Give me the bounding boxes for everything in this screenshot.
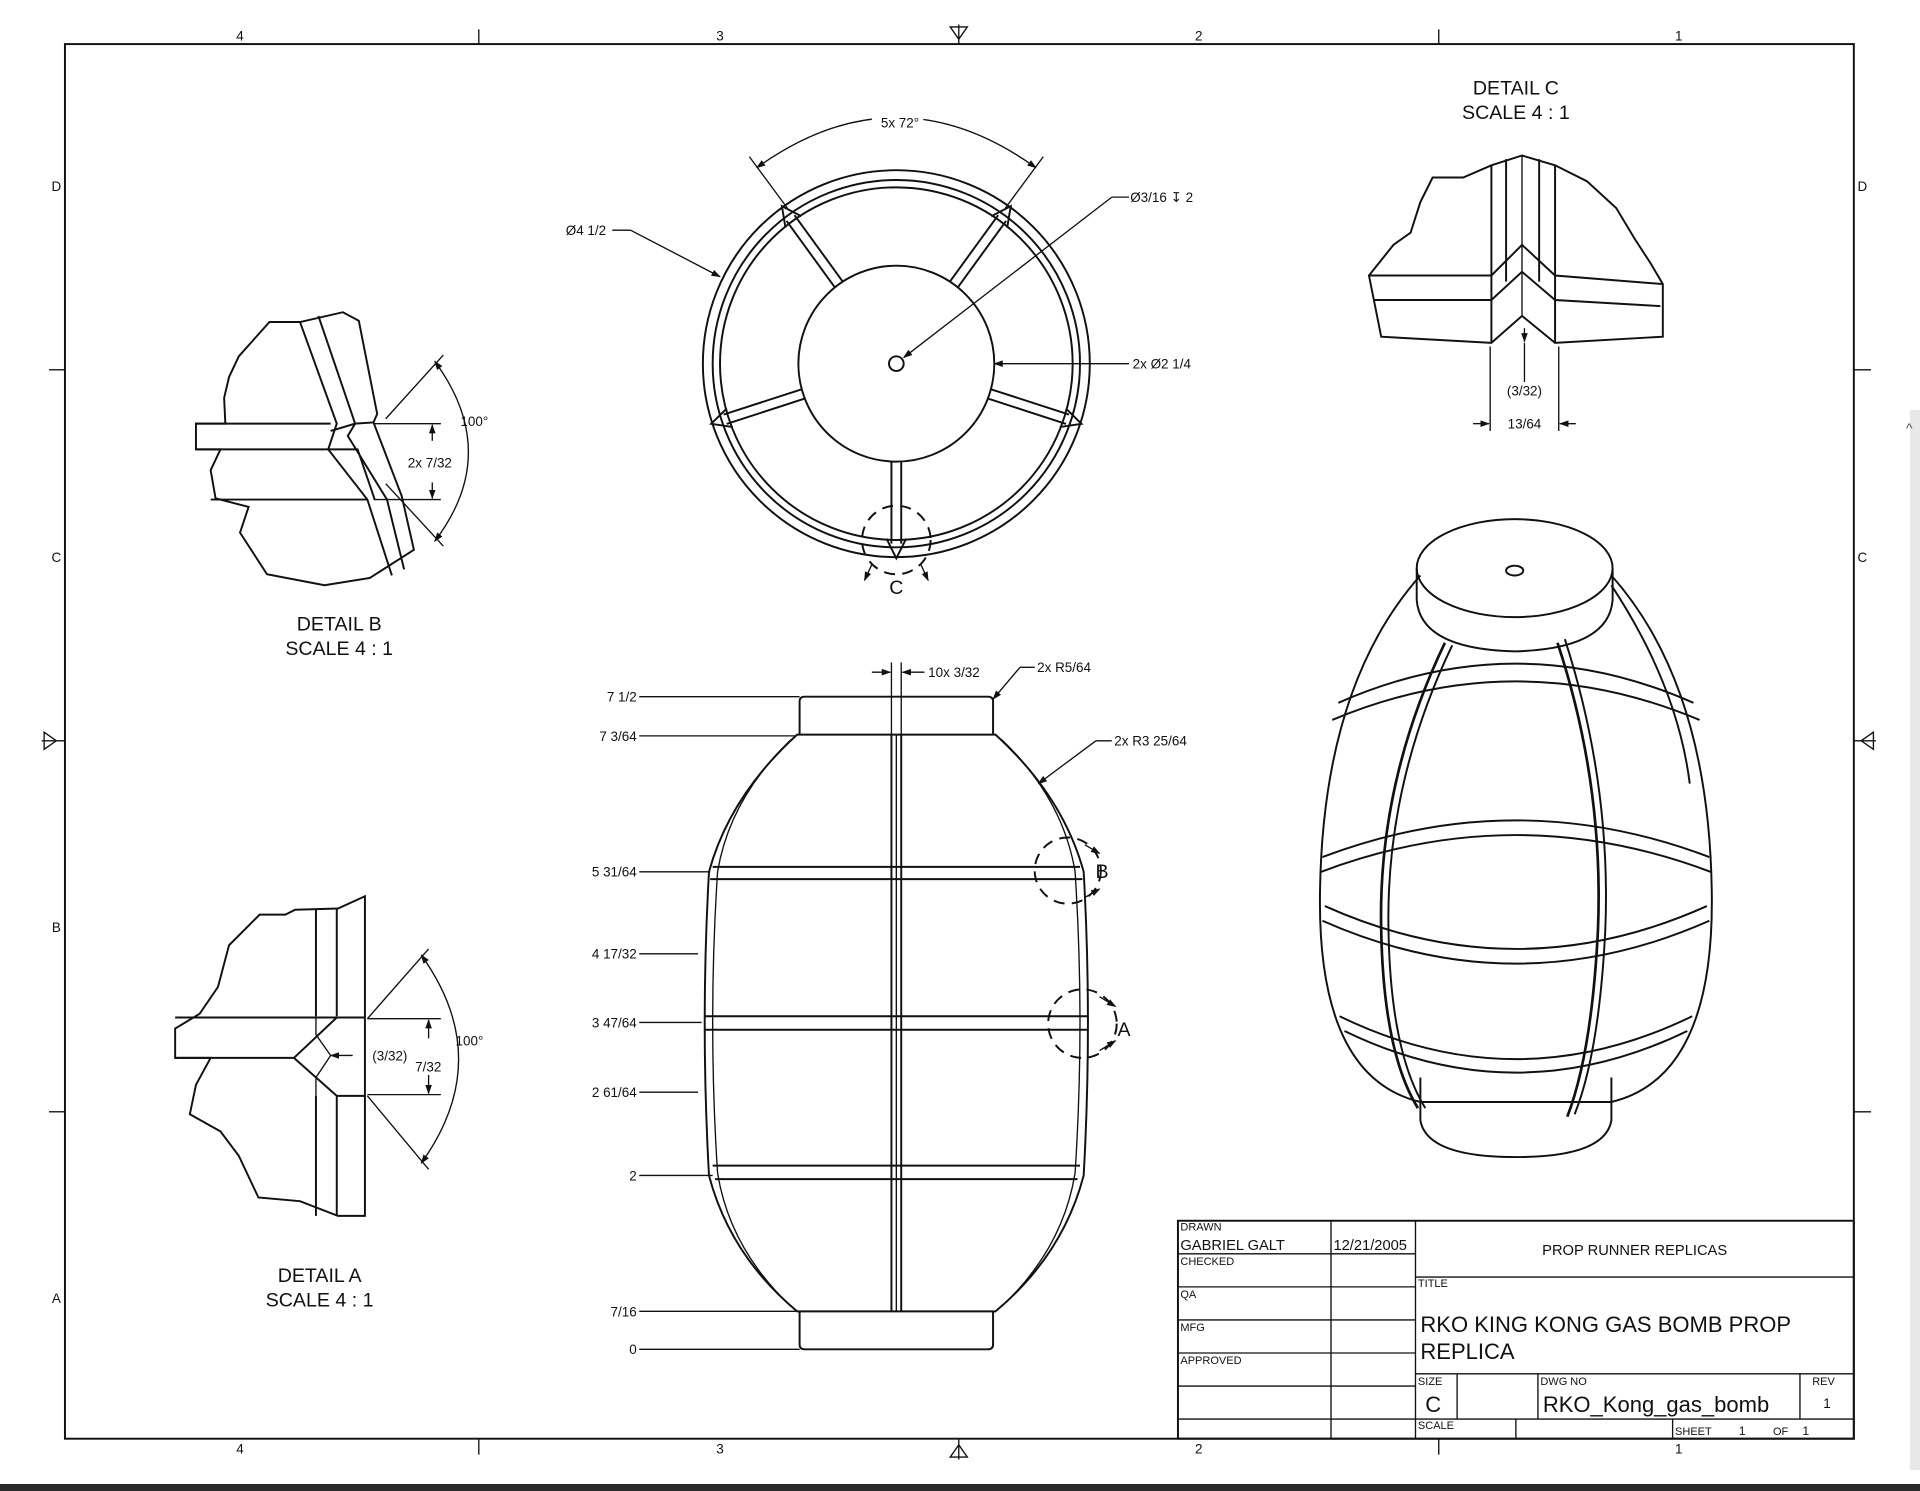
detail-a-view: 100° 7/32 (3/32) DETAIL A SCALE 4 : 1	[174, 894, 484, 1311]
dwg-no-value: RKO_Kong_gas_bomb	[1543, 1392, 1769, 1417]
height-label: 4 17/32	[592, 947, 637, 962]
detail-a-callout: A	[1118, 1019, 1132, 1041]
detail-a-dim: 7/32	[415, 1059, 441, 1074]
height-label: 2 61/64	[592, 1085, 637, 1100]
center-hole	[888, 355, 905, 372]
zone-row-left-c: C	[52, 550, 62, 565]
detail-a-circle	[1047, 988, 1118, 1059]
qa-label: QA	[1180, 1289, 1197, 1301]
dwg-no-label: DWG NO	[1540, 1376, 1587, 1388]
center-mark-bottom	[948, 1438, 969, 1460]
center-mark-top	[948, 24, 969, 45]
company-name: PROP RUNNER REPLICAS	[1542, 1243, 1727, 1259]
title-label: TITLE	[1418, 1278, 1448, 1290]
detail-a-angle: 100°	[456, 1034, 484, 1049]
detail-c-dim: 13/64	[1508, 417, 1542, 432]
size-value: C	[1425, 1392, 1441, 1417]
angle-dim-label: 5x 72°	[881, 115, 919, 130]
size-label: SIZE	[1418, 1376, 1442, 1388]
height-label: 7 3/64	[599, 729, 637, 744]
zone-row-right-d: D	[1858, 179, 1868, 194]
drawn-by: GABRIEL GALT	[1180, 1238, 1285, 1254]
rev-value: 1	[1823, 1396, 1830, 1411]
detail-c-view: (3/32) 13/64 DETAIL C SCALE 4 : 1	[1367, 77, 1664, 432]
rev-label: REV	[1812, 1376, 1835, 1388]
height-label: 3 47/64	[592, 1015, 637, 1030]
scale-label: SCALE	[1418, 1420, 1454, 1432]
title-block: DRAWN GABRIEL GALT 12/21/2005 CHECKED QA…	[1176, 1219, 1855, 1440]
of-label: OF	[1773, 1426, 1789, 1438]
detail-b-dim: 2x 7/32	[408, 456, 452, 471]
detail-b-scale: SCALE 4 : 1	[285, 638, 393, 660]
drawn-date: 12/21/2005	[1333, 1238, 1407, 1254]
detail-a-title: DETAIL A	[278, 1265, 363, 1287]
zone-col-bottom-3: 3	[716, 1441, 723, 1456]
zone-col-top-4: 4	[236, 28, 244, 43]
zone-col-bottom-2: 2	[1195, 1441, 1202, 1456]
zone-col-top-3: 3	[716, 28, 723, 43]
hole-dim-label: Ø3/16 ↧ 2	[1130, 190, 1193, 205]
top-view-ribs	[709, 204, 1084, 561]
zone-row-left-b: B	[52, 920, 61, 935]
zone-col-bottom-1: 1	[1675, 1441, 1682, 1456]
detail-a-ref-dim: (3/32)	[372, 1048, 407, 1063]
detail-b-view: 100° 2x 7/32 DETAIL B SCALE 4 : 1	[194, 311, 488, 660]
zone-row-left-d: D	[52, 179, 62, 194]
front-view-grooves	[705, 865, 1088, 1181]
scroll-up-icon[interactable]: ^	[1906, 420, 1913, 436]
groove-width-label: 10x 3/32	[928, 665, 980, 680]
mfg-label: MFG	[1180, 1322, 1204, 1334]
center-mark-left	[41, 730, 65, 751]
zone-row-left-a: A	[52, 1291, 61, 1306]
detail-c-callout: C	[889, 577, 903, 599]
outer-dia-label: Ø4 1/2	[566, 223, 606, 238]
height-ordinate-dims: 7 1/2 7 3/64 5 31/64 4 17/32 3 47/64 2 6…	[592, 690, 800, 1357]
detail-b-circle	[1033, 836, 1102, 905]
iso-top-hole	[1505, 564, 1525, 577]
detail-c-scale: SCALE 4 : 1	[1462, 102, 1570, 124]
front-view: 10x 3/32 2x R5/64 2x R3 25/64 7 1/2 7 3/…	[592, 660, 1187, 1357]
height-label: 7/16	[611, 1304, 637, 1319]
height-label: 0	[629, 1342, 636, 1357]
height-label: 5 31/64	[592, 865, 637, 880]
top-view: 5x 72° Ø4 1/2 Ø3/16 ↧ 2 2x Ø2 1/4 C	[566, 113, 1193, 599]
window-bottom-bar	[0, 1484, 1920, 1491]
radius-small-label: 2x R5/64	[1037, 660, 1091, 675]
detail-c-title: DETAIL C	[1473, 77, 1559, 99]
isometric-view	[1318, 518, 1713, 1159]
zone-row-right-c: C	[1858, 550, 1868, 565]
height-label: 2	[629, 1168, 636, 1183]
checked-label: CHECKED	[1180, 1256, 1234, 1268]
detail-b-angle: 100°	[460, 414, 488, 429]
zone-col-top-2: 2	[1195, 28, 1202, 43]
zone-col-top-1: 1	[1675, 28, 1682, 43]
detail-b-title: DETAIL B	[297, 614, 382, 636]
sheet-label: SHEET	[1675, 1426, 1712, 1438]
sheet-total: 1	[1802, 1424, 1809, 1438]
detail-a-scale: SCALE 4 : 1	[266, 1289, 374, 1311]
drawn-label: DRAWN	[1180, 1222, 1221, 1234]
center-mark-right	[1853, 730, 1876, 751]
height-label: 7 1/2	[607, 690, 637, 705]
radius-large-label: 2x R3 25/64	[1114, 734, 1187, 749]
inner-dia-label: 2x Ø2 1/4	[1133, 357, 1192, 372]
sheet-number: 1	[1739, 1424, 1746, 1438]
approved-label: APPROVED	[1180, 1355, 1241, 1367]
vertical-scrollbar[interactable]	[1910, 410, 1920, 1470]
detail-b-callout: B	[1096, 861, 1109, 883]
drawing-title-line1: RKO KING KONG GAS BOMB PROP	[1420, 1312, 1791, 1337]
zone-col-bottom-4: 4	[236, 1441, 244, 1456]
detail-c-ref-dim: (3/32)	[1507, 383, 1542, 398]
drawing-border: 4 3 2 1 4 3 2 1 D C B A D C	[41, 24, 1876, 1460]
drawing-title-line2: REPLICA	[1420, 1339, 1515, 1364]
